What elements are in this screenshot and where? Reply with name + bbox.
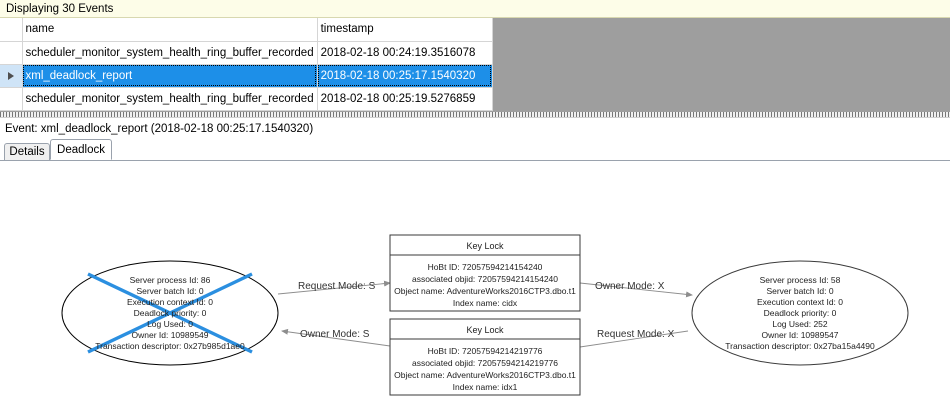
- event-caption-label: Event: xml_deadlock_report (2018-02-18 0…: [5, 122, 314, 135]
- surviving-process-node[interactable]: Server process Id: 58 Server batch Id: 0…: [691, 260, 909, 366]
- victim-line-6: Owner Id: 10989549: [131, 330, 208, 340]
- key-lock-top[interactable]: Key Lock HoBt ID: 72057594214154240 asso…: [389, 234, 581, 312]
- key-lock-bottom-line-4: Index name: idx1: [453, 382, 518, 392]
- table-row[interactable]: scheduler_monitor_system_health_ring_buf…: [0, 87, 493, 111]
- row-selector-cell[interactable]: [0, 87, 23, 111]
- cell-timestamp[interactable]: 2018-02-18 00:25:19.5276859: [317, 87, 493, 111]
- cell-name[interactable]: scheduler_monitor_system_health_ring_buf…: [22, 87, 318, 111]
- event-caption: Event: xml_deadlock_report (2018-02-18 0…: [0, 119, 950, 138]
- surviving-line-5: Log Used: 252: [772, 319, 828, 329]
- edge-request-x: Request Mode: X: [573, 329, 689, 351]
- key-lock-bottom[interactable]: Key Lock HoBt ID: 72057594214219776 asso…: [389, 318, 581, 396]
- column-header-name[interactable]: name: [22, 18, 318, 42]
- edge-owner-s: Owner Mode: S: [281, 328, 391, 347]
- key-lock-top-line-3: Object name: AdventureWorks2016CTP3.dbo.…: [394, 286, 576, 296]
- key-lock-top-line-4: Index name: cidx: [453, 298, 518, 308]
- edge-owner-x-label: Owner Mode: X: [595, 281, 665, 292]
- tab-deadlock-label: Deadlock: [57, 143, 105, 156]
- surviving-line-3: Execution context Id: 0: [757, 297, 843, 307]
- tab-details[interactable]: Details: [4, 143, 50, 160]
- table-row-selected[interactable]: xml_deadlock_report 2018-02-18 00:25:17.…: [0, 64, 493, 88]
- victim-process-node[interactable]: Server process Id: 86 Server batch Id: 0…: [61, 260, 279, 366]
- victim-line-1: Server process Id: 86: [130, 275, 211, 285]
- events-count-label: Displaying 30 Events: [6, 2, 114, 15]
- table-row[interactable]: scheduler_monitor_system_health_ring_buf…: [0, 41, 493, 65]
- rowhead-corner: [0, 18, 23, 42]
- edge-owner-x: Owner Mode: X: [579, 281, 693, 298]
- events-table[interactable]: name timestamp scheduler_monitor_system_…: [0, 18, 493, 111]
- surviving-line-2: Server batch Id: 0: [766, 286, 833, 296]
- events-grid[interactable]: name timestamp scheduler_monitor_system_…: [0, 18, 950, 112]
- key-lock-top-line-1: HoBt ID: 72057594214154240: [428, 262, 543, 272]
- cell-name[interactable]: scheduler_monitor_system_health_ring_buf…: [22, 41, 318, 65]
- key-lock-bottom-line-3: Object name: AdventureWorks2016CTP3.dbo.…: [394, 370, 576, 380]
- edge-request-x-label: Request Mode: X: [597, 329, 675, 340]
- victim-line-4: Deadlock priority: 0: [134, 308, 207, 318]
- surviving-line-4: Deadlock priority: 0: [764, 308, 837, 318]
- surviving-line-1: Server process Id: 58: [760, 275, 841, 285]
- column-header-timestamp[interactable]: timestamp: [317, 18, 493, 42]
- row-selector-cell[interactable]: [0, 64, 23, 88]
- detail-tabstrip[interactable]: Details Deadlock: [0, 139, 950, 160]
- key-lock-bottom-line-1: HoBt ID: 72057594214219776: [428, 346, 543, 356]
- victim-cross-icon: [87, 272, 253, 354]
- victim-line-5: Log Used: 0: [147, 319, 193, 329]
- victim-line-2: Server batch Id: 0: [136, 286, 203, 296]
- deadlock-graph-svg: Request Mode: S Owner Mode: S Owner Mode…: [61, 234, 909, 396]
- key-lock-bottom-line-2: associated objid: 72057594214219776: [412, 358, 558, 368]
- key-lock-top-title: Key Lock: [466, 241, 504, 251]
- key-lock-top-line-2: associated objid: 72057594214154240: [412, 274, 558, 284]
- surviving-line-7: Transaction descriptor: 0x27ba15a4490: [725, 341, 875, 351]
- horizontal-splitter[interactable]: [0, 112, 950, 118]
- cell-timestamp[interactable]: 2018-02-18 00:24:19.3516078: [317, 41, 493, 65]
- tab-deadlock[interactable]: Deadlock: [50, 139, 112, 160]
- victim-line-3: Execution context Id: 0: [127, 297, 213, 307]
- table-header-row: name timestamp: [0, 18, 493, 42]
- cell-timestamp[interactable]: 2018-02-18 00:25:17.1540320: [317, 64, 493, 88]
- edge-request-s: Request Mode: S: [277, 280, 391, 295]
- row-selector-cell[interactable]: [0, 41, 23, 65]
- tab-details-label: Details: [9, 146, 45, 158]
- edge-request-s-label: Request Mode: S: [298, 281, 376, 292]
- victim-line-7: Transaction descriptor: 0x27b985d1ae0: [95, 341, 245, 351]
- events-count-banner: Displaying 30 Events: [0, 0, 950, 18]
- edge-owner-s-label: Owner Mode: S: [300, 329, 370, 340]
- key-lock-bottom-title: Key Lock: [466, 325, 504, 335]
- deadlock-graph-panel[interactable]: Request Mode: S Owner Mode: S Owner Mode…: [0, 160, 950, 400]
- row-selector-arrow-icon: [7, 71, 14, 80]
- cell-name[interactable]: xml_deadlock_report: [22, 64, 318, 88]
- surviving-line-6: Owner Id: 10989547: [761, 330, 838, 340]
